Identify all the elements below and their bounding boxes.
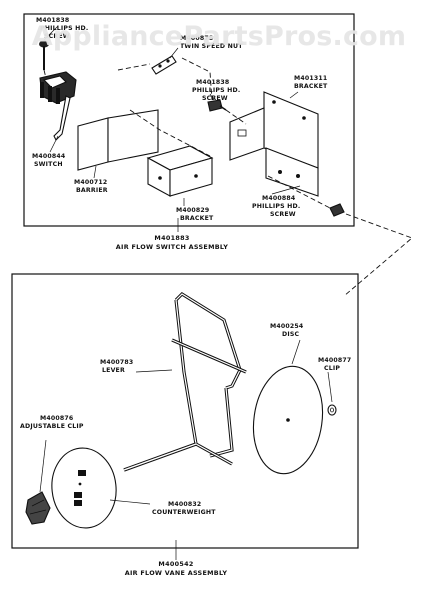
label-switch-name: SWITCH: [34, 161, 63, 168]
vane-assembly-frame: [11, 273, 359, 549]
label-bracket-right-name: BRACKET: [294, 83, 328, 90]
label-bracket-center-name: BRACKET: [180, 215, 214, 222]
label-bracket-center-part: M400829: [176, 207, 209, 214]
lever-part: [123, 291, 247, 472]
label-bracket-right-part: M401311: [294, 75, 327, 82]
label-counterweight-name: COUNTERWEIGHT: [152, 509, 216, 516]
label-barrier-name: BARRIER: [76, 187, 108, 194]
disc-part: [252, 365, 324, 475]
label-screw-mid-part: M401838: [196, 79, 229, 86]
label-disc-part: M400254: [270, 323, 304, 330]
twin-speed-nut: [151, 55, 177, 75]
label-lever-part: M400783: [100, 359, 133, 366]
dash-screw: [181, 57, 213, 101]
label-clip-name: CLIP: [324, 365, 340, 372]
label-nut-part: M400878: [180, 35, 213, 42]
vane-assembly-part-number: M400542: [158, 560, 193, 568]
vane-assembly-title: AIR FLOW VANE ASSEMBLY: [125, 569, 228, 577]
dash-barrier: [129, 109, 211, 157]
label-nut-name: TWIN SPEED NUT: [180, 43, 243, 50]
watermark: AppliancePartsPros.com: [32, 21, 406, 52]
label-disc-name: DISC: [282, 331, 299, 338]
right-bracket: [229, 91, 319, 197]
center-bracket: [146, 145, 214, 197]
counterweight-part: [51, 447, 117, 529]
label-clip-part: M400877: [318, 357, 351, 364]
dash-bracket: [225, 109, 247, 125]
label-screw-mid-name-2: SCREW: [202, 95, 228, 102]
dash-link: [343, 213, 413, 297]
label-screw-top-name-2: SCREW: [44, 33, 70, 40]
label-lever-name: LEVER: [102, 367, 125, 374]
switch-part: [39, 71, 77, 141]
clip-part: [327, 404, 337, 416]
switch-assembly-title: AIR FLOW SWITCH ASSEMBLY: [116, 243, 228, 251]
label-adj-clip-part: M400876: [40, 415, 73, 422]
dash-nut: [117, 63, 151, 71]
label-screw-bottom-part: M400884: [262, 195, 296, 202]
label-screw-bottom-name-1: PHILLIPS HD.: [252, 203, 300, 210]
label-counterweight-part: M400832: [168, 501, 201, 508]
phillips-screw-top: [39, 40, 49, 79]
label-screw-top-part: M401838: [36, 17, 69, 24]
air-flow-switch-assembly: M401838 PHILLIPS HD. SCREW M400878 TWIN …: [23, 13, 413, 297]
barrier-part: [77, 109, 159, 171]
phillips-screw-bottom: [329, 203, 345, 217]
label-switch-part: M400844: [32, 153, 66, 160]
label-screw-top-name-1: PHILLIPS HD.: [40, 25, 88, 32]
label-barrier-part: M400712: [74, 179, 107, 186]
switch-assembly-frame: [23, 13, 355, 227]
label-screw-mid-name-1: PHILLIPS HD.: [192, 87, 240, 94]
air-flow-vane-assembly: M400783 LEVER M400254 DISC M400877 CLIP …: [11, 273, 359, 577]
adjustable-clip-part: [25, 491, 51, 525]
dash-screw-bottom: [267, 175, 331, 209]
phillips-screw-mid: [207, 99, 227, 112]
label-screw-bottom-name-2: SCREW: [270, 211, 296, 218]
switch-assembly-part-number: M401883: [154, 234, 189, 242]
label-adj-clip-name: ADJUSTABLE CLIP: [20, 423, 84, 430]
